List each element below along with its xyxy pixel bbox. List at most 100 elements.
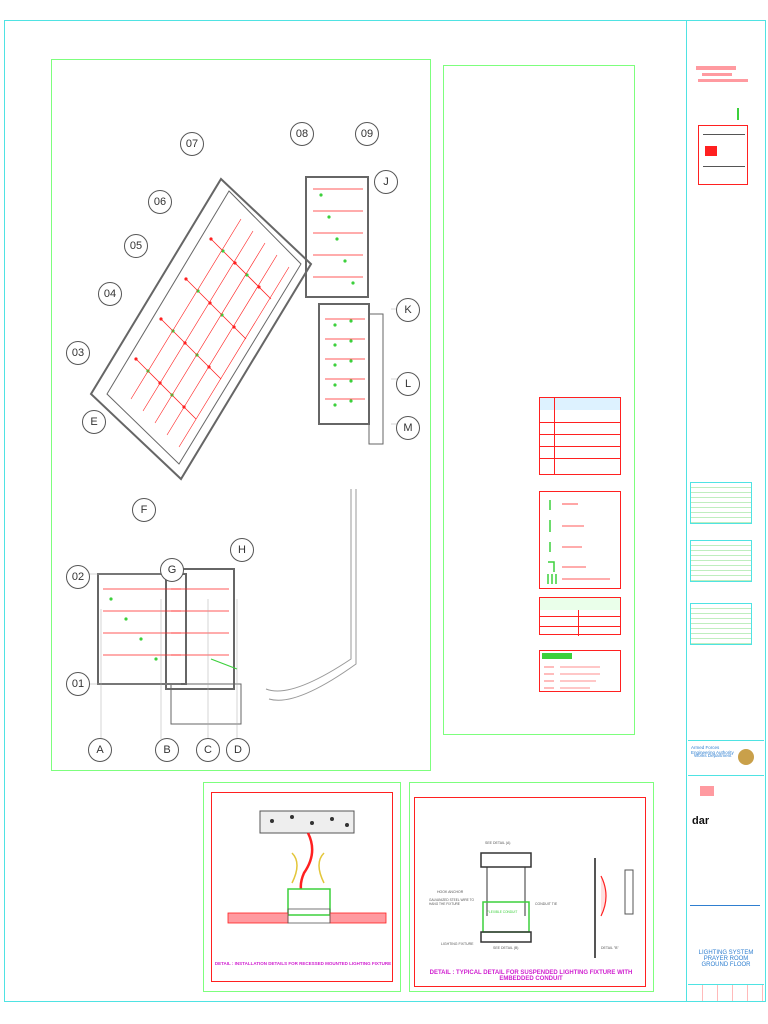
drawing-number-table	[688, 984, 764, 1001]
authority-name: Armed Forces Engineering Authority	[691, 745, 734, 755]
floor-plan-drawing[interactable]	[51, 59, 431, 771]
grid-bubble-01: 01	[66, 672, 90, 696]
fixture-symbol	[154, 657, 158, 661]
circuit-line	[210, 238, 272, 300]
notes-table	[539, 597, 621, 636]
sheet-title-3: GROUND FLOOR	[701, 962, 751, 968]
revision-table-2	[690, 540, 752, 582]
fixture-symbol	[349, 399, 353, 403]
revision-table-3	[690, 603, 752, 645]
grid-bubble-05: 05	[124, 234, 148, 258]
fixture-symbol	[333, 383, 337, 387]
label-see-detail-b: SEE DETAIL (B)	[493, 946, 519, 950]
contractor-logo	[700, 786, 714, 796]
sheet-title-2: PRAYER ROOM	[703, 956, 749, 962]
suspended-detail-box: SEE DETAIL (A) HOOK ANCHOR GALVANIZED ST…	[414, 797, 646, 987]
grid-bubble-C: C	[196, 738, 220, 762]
fixture-symbol	[139, 637, 143, 641]
site-outline	[265, 489, 357, 701]
grid-bubble-G: G	[160, 558, 184, 582]
fixture-symbol	[349, 359, 353, 363]
recessed-detail-frame	[203, 782, 401, 992]
authority-block: Armed Forces Engineering Authority Works…	[688, 740, 764, 776]
label-flexible-conduit: FLEXIBLE CONDUIT	[487, 910, 518, 914]
grid-bubble-J: J	[374, 170, 398, 194]
circuit-line	[135, 358, 197, 420]
fixture-symbol	[333, 363, 337, 367]
recessed-detail-title: DETAIL : INSTALLATION DETAILS FOR RECESS…	[214, 961, 392, 966]
fixture-symbol	[124, 617, 128, 621]
recessed-fixture-drawing	[227, 810, 387, 924]
circuit-line	[210, 658, 238, 670]
grid-bubble-L: L	[396, 372, 420, 396]
sheet-title-block: LIGHTING SYSTEM PRAYER ROOM GROUND FLOOR	[688, 948, 764, 982]
lighting-circuits	[103, 188, 365, 670]
legend-frame	[443, 65, 635, 735]
symbol-legend-table	[539, 397, 621, 475]
grid-bubble-H: H	[230, 538, 254, 562]
fixture-symbol	[335, 237, 339, 241]
grid-bubble-F: F	[132, 498, 156, 522]
fixture-symbol	[333, 343, 337, 347]
suspended-detail-frame	[409, 782, 654, 992]
fixture-symbol	[349, 319, 353, 323]
floor-plan-frame	[51, 59, 431, 771]
grid-lines	[81, 308, 406, 739]
grid-bubble-M: M	[396, 416, 420, 440]
fixture-symbol	[351, 281, 355, 285]
switch-symbols	[547, 500, 610, 584]
title-block-top	[688, 60, 764, 100]
recessed-detail-box: DETAIL : INSTALLATION DETAILS FOR RECESS…	[211, 792, 393, 982]
main-hall-walls	[89, 177, 313, 481]
title-block-column	[686, 20, 766, 1002]
label-lighting-fixture: LIGHTING FIXTURE	[441, 942, 474, 946]
fixture-symbol	[349, 379, 353, 383]
grid-bubble-08: 08	[290, 122, 314, 146]
lower-room-walls	[97, 568, 242, 725]
suspended-detail-title: DETAIL : TYPICAL DETAIL FOR SUSPENDED LI…	[429, 970, 633, 982]
grid-bubble-02: 02	[66, 565, 90, 589]
suspended-fixture-drawing	[480, 852, 634, 958]
fixture-symbol	[343, 259, 347, 263]
circuit-line	[178, 266, 290, 448]
label-conduit-tie: CONDUIT TIE	[535, 902, 558, 906]
fixture-symbol	[209, 237, 213, 241]
label-see-detail-a: SEE DETAIL (A)	[485, 841, 511, 845]
grid-bubble-06: 06	[148, 190, 172, 214]
fixture-symbol	[134, 357, 138, 361]
right-wing-walls	[305, 176, 384, 445]
grid-bubble-E: E	[82, 410, 106, 434]
north-arrow-icon	[737, 108, 745, 120]
grid-bubble-D: D	[226, 738, 250, 762]
fixture-symbol	[159, 317, 163, 321]
key-plan	[698, 125, 748, 185]
fixture-symbol	[327, 215, 331, 219]
label-hook-anchor: HOOK ANCHOR	[437, 890, 464, 894]
authority-seal-icon	[738, 749, 754, 765]
grid-bubble-K: K	[396, 298, 420, 322]
department-name: Works Department	[694, 753, 732, 758]
grid-bubble-04: 04	[98, 282, 122, 306]
fixture-symbol	[319, 193, 323, 197]
circuit-line	[160, 318, 222, 380]
grid-bubble-B: B	[155, 738, 179, 762]
revision-table-1	[690, 482, 752, 524]
fixture-symbol	[184, 277, 188, 281]
circuit-line	[166, 254, 278, 436]
label-detail-b: DETAIL "B"	[601, 946, 619, 950]
grid-bubble-09: 09	[355, 122, 379, 146]
fixture-symbol	[333, 403, 337, 407]
switch-legend-table	[539, 491, 621, 589]
project-name-bar	[690, 905, 760, 912]
circuit-line	[154, 242, 266, 424]
circuit-line	[142, 230, 254, 412]
fixture-symbol	[349, 339, 353, 343]
fixture-symbol	[333, 323, 337, 327]
grid-bubble-A: A	[88, 738, 112, 762]
sheet-title-1: LIGHTING SYSTEM	[698, 950, 754, 956]
fixture-symbol	[109, 597, 113, 601]
grid-bubble-07: 07	[180, 132, 204, 156]
consultant-logo: dar	[692, 815, 710, 827]
general-notes-table	[539, 650, 621, 692]
grid-bubble-03: 03	[66, 341, 90, 365]
